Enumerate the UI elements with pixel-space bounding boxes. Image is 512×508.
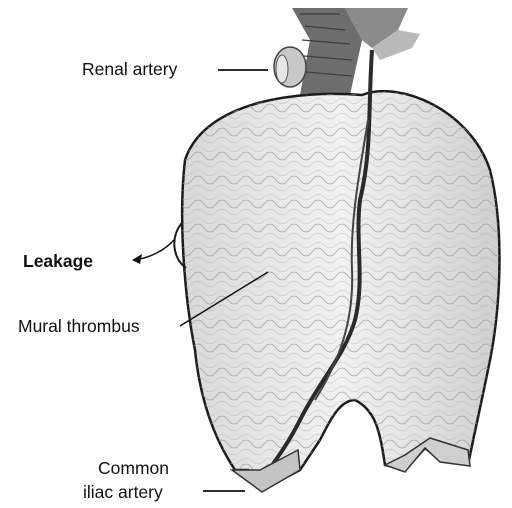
common-iliac-label-line1: Common [98, 460, 169, 478]
aneurysm-sac [174, 50, 499, 492]
common-iliac-label-line2: iliac artery [83, 484, 163, 502]
renal-artery-stub [274, 47, 306, 87]
leakage-arrowhead [132, 254, 142, 264]
mural-thrombus-label: Mural thrombus [18, 318, 140, 336]
leakage-label: Leakage [23, 253, 93, 271]
renal-artery-label: Renal artery [82, 61, 177, 79]
upper-aorta [292, 8, 420, 95]
